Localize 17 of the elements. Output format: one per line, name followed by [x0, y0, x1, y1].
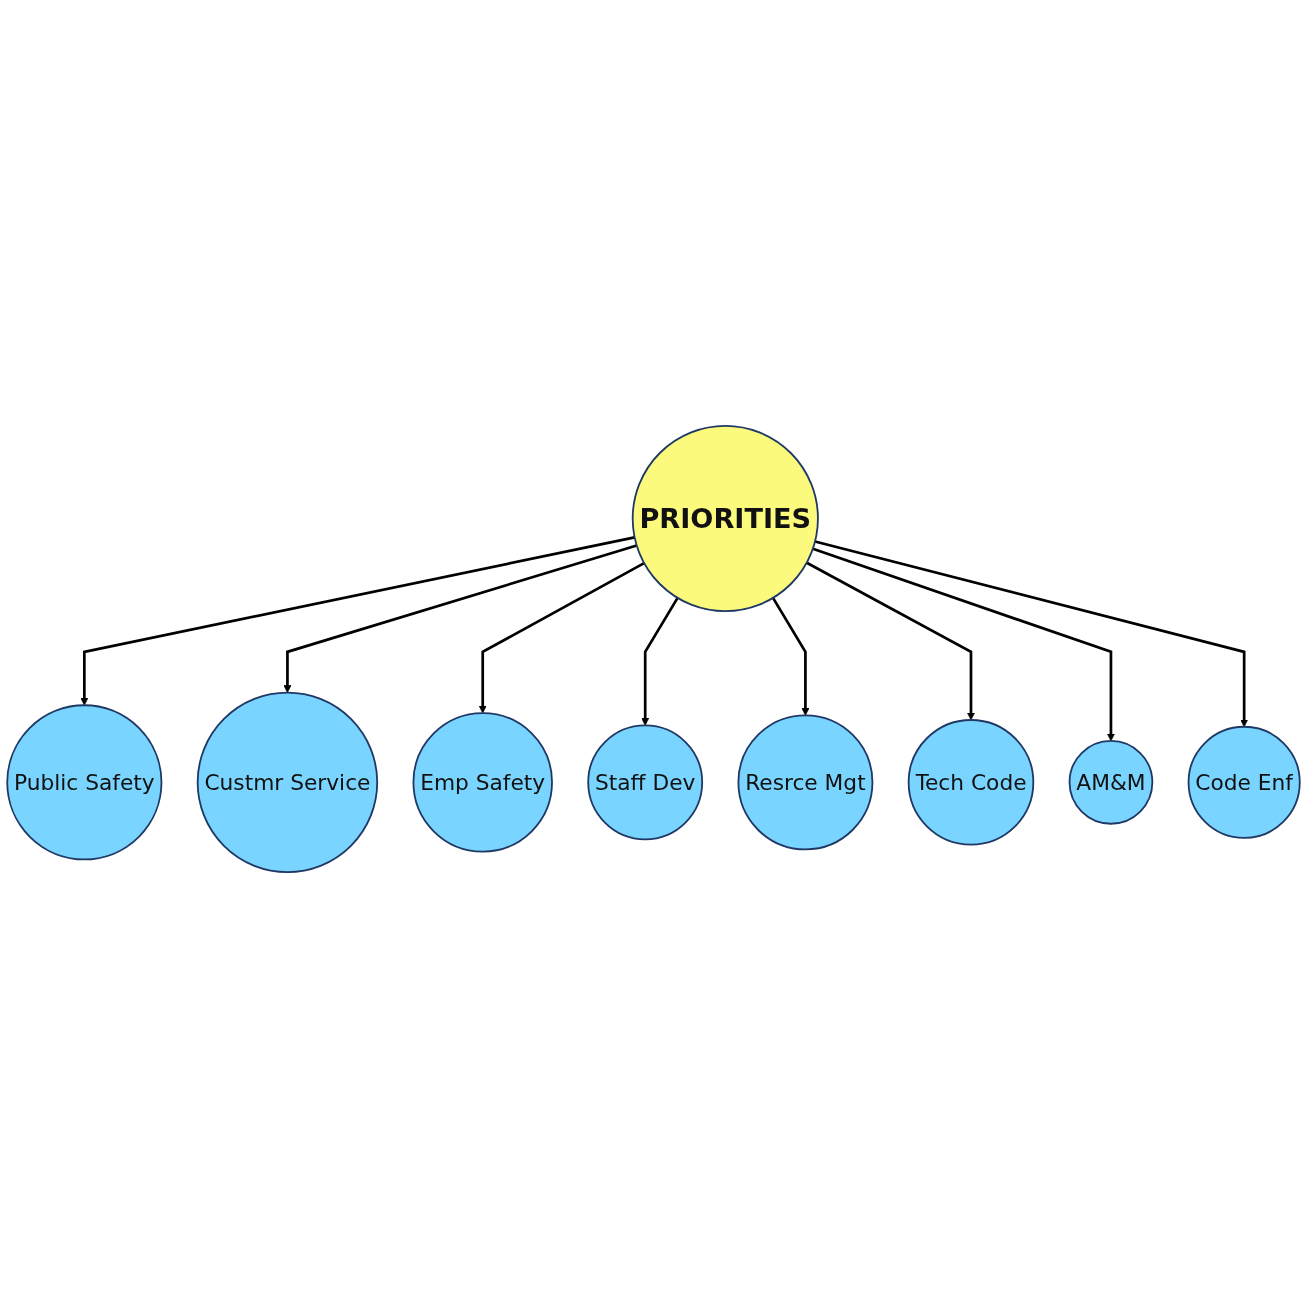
node-circle: Tech Code [907, 719, 1035, 846]
node-circle: Staff Dev [587, 724, 704, 841]
node-circle: Public Safety [6, 704, 163, 861]
arrow [478, 561, 645, 714]
arrow [771, 597, 810, 716]
node-circle: Code Enf [1187, 725, 1301, 839]
node-circle: Emp Safety [412, 712, 553, 853]
arrow [641, 597, 679, 726]
arrow [283, 544, 638, 693]
node-circle: PRIORITIES [631, 424, 819, 613]
node-circle: Custmr Service [196, 691, 379, 874]
arrow [806, 561, 975, 721]
arrow [80, 536, 635, 706]
arrow [814, 540, 1249, 728]
arrow [812, 547, 1115, 742]
node-circle: Resrce Mgt [737, 714, 874, 851]
node-circle: AM&M [1068, 740, 1154, 825]
